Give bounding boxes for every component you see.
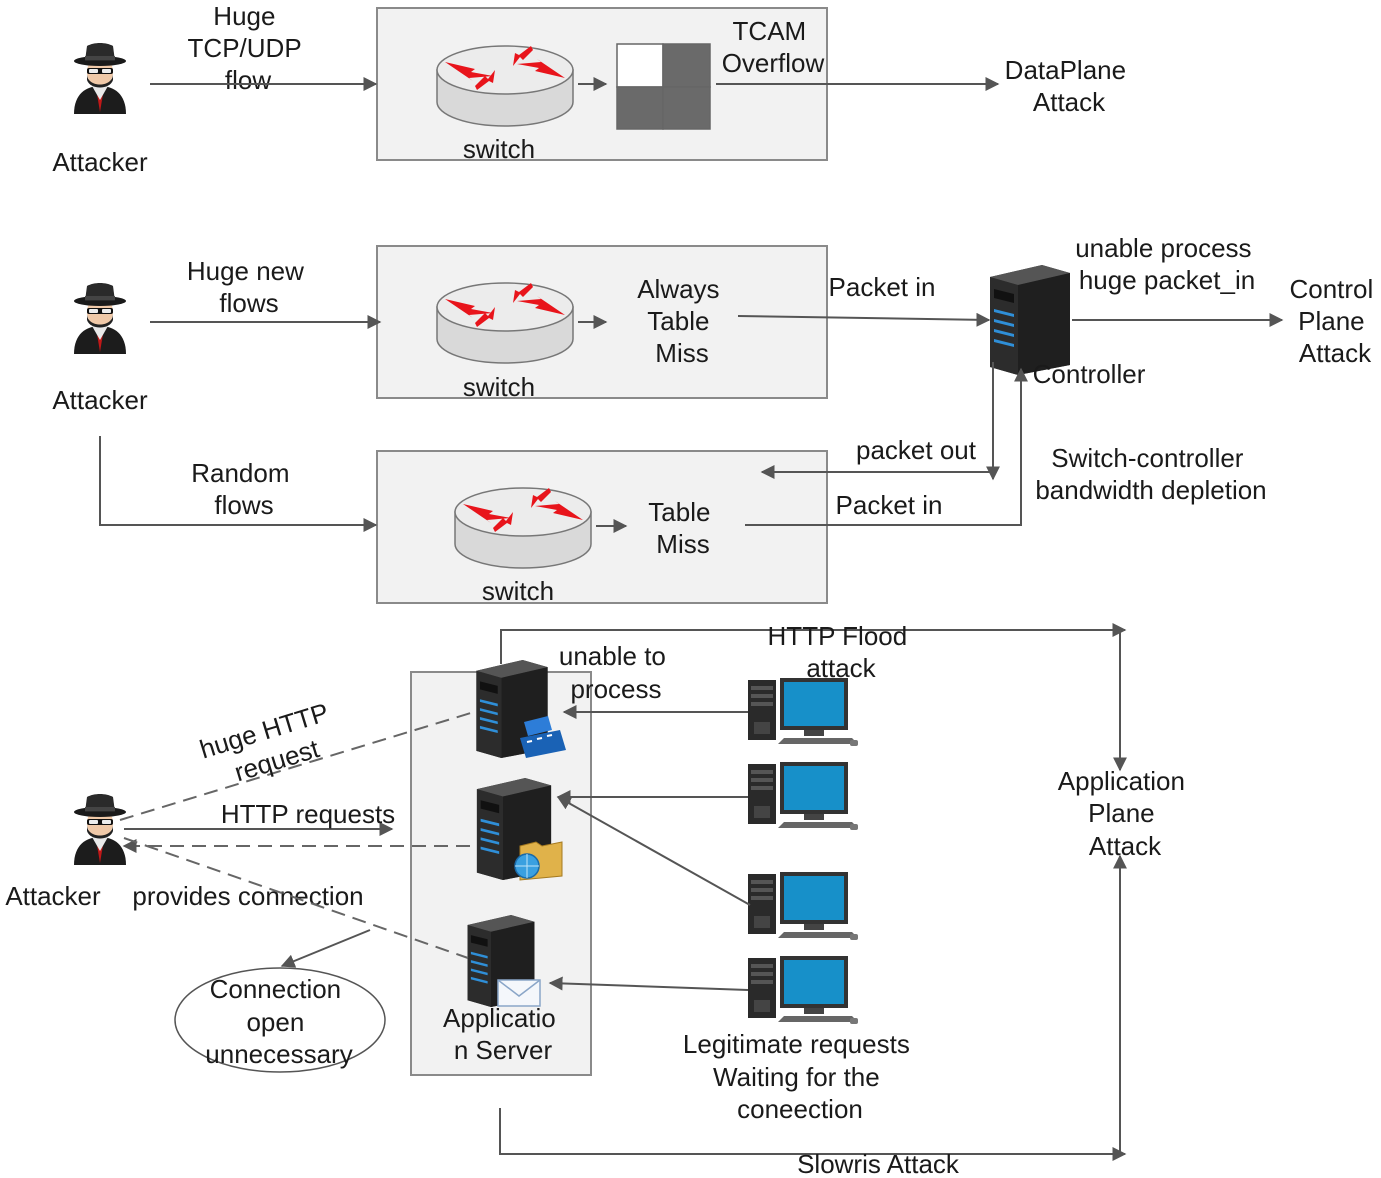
always-miss-label-line3: Miss xyxy=(655,338,708,368)
pc4-to-mail-server-arrow xyxy=(548,976,749,991)
pc3-to-file-server-arrow xyxy=(556,796,751,906)
http-flood-label-line1: HTTP Flood xyxy=(768,621,908,651)
legit-label-line1: Legitimate requests xyxy=(683,1029,910,1059)
dataplane-flow-label-line3: flow xyxy=(225,65,271,95)
svg-text:Application Plane Atta: Application Plane Attack xyxy=(1058,766,1192,861)
packet-out-label: packet out xyxy=(856,435,977,465)
packet-in-2-arrow xyxy=(745,367,1028,526)
desktop-computer-icon xyxy=(748,872,858,940)
svg-text:Applicatio n Server: Applicatio n Server xyxy=(443,1003,563,1065)
table-miss-label-line1: Table xyxy=(648,497,710,527)
provides-connection-label: provides connection xyxy=(132,881,363,911)
envelope-icon xyxy=(497,979,541,1007)
packet-in-arrow xyxy=(737,312,991,327)
dataplane-attack-label-line1: DataPlane xyxy=(1005,55,1126,85)
application-attack-label-line1: Application xyxy=(1058,766,1185,796)
connection-label-line3: unnecessary xyxy=(205,1039,352,1069)
bandwidth-label-line1: Switch-controller xyxy=(1051,443,1244,473)
svg-text:Huge new flows: Huge new flows xyxy=(187,256,311,318)
always-miss-label-line2: Table xyxy=(647,306,709,336)
packet-in-label: Packet in xyxy=(829,272,936,302)
attacker-icon xyxy=(74,794,126,865)
folder-globe-icon xyxy=(514,841,563,881)
http-requests-label: HTTP requests xyxy=(221,799,395,829)
table-miss-label-line2: Miss xyxy=(656,529,709,559)
attacker-icon xyxy=(74,43,126,114)
switch-label-2: switch xyxy=(463,372,535,402)
bandwidth-label-line2: bandwidth depletion xyxy=(1035,475,1266,505)
switch-label-1: switch xyxy=(463,134,535,164)
svg-text:Legitimate requests Waitin: Legitimate requests Waiting for the cone… xyxy=(683,1029,917,1124)
dataplane-attack-label-line2: Attack xyxy=(1033,87,1106,117)
slowris-label: Slowris Attack xyxy=(797,1149,960,1178)
unable-process-label-line1: unable process xyxy=(1075,233,1251,263)
switch-router-icon xyxy=(436,282,574,364)
attacker-label-1: Attacker xyxy=(52,147,148,177)
connection-label-line2: open xyxy=(246,1007,304,1037)
svg-text:Connection open unnece: Connection open unnecessary xyxy=(205,974,352,1069)
svg-text:unable process huge packet: unable process huge packet_in xyxy=(1075,233,1259,295)
connection-open-arrow xyxy=(280,929,371,968)
controlplane-attack-label-line2: Plane xyxy=(1298,306,1365,336)
unable-to-process-label-line2: process xyxy=(570,674,661,704)
attacker-label-2: Attacker xyxy=(52,385,148,415)
attacker-icon xyxy=(74,283,126,354)
http-flood-line xyxy=(500,623,1127,664)
svg-text:Control Plane Attack: Control Plane Attack xyxy=(1289,274,1380,368)
unable-to-process-label-line1: unable to xyxy=(559,641,666,671)
new-flows-label-line2: flows xyxy=(219,288,278,318)
switch-router-icon xyxy=(436,45,574,127)
svg-text:DataPlane Attack: DataPlane Attack xyxy=(1005,55,1134,117)
tcam-table-icon xyxy=(616,43,711,130)
desktop-computer-icon xyxy=(748,678,858,746)
connection-label-line1: Connection xyxy=(210,974,342,1004)
desktop-computer-icon xyxy=(748,762,858,830)
tcam-label-line2: Overflow xyxy=(722,48,825,78)
legit-label-line3: coneection xyxy=(737,1094,863,1124)
slow-connection-line xyxy=(123,837,469,959)
application-attack-label-line3: Attack xyxy=(1089,831,1162,861)
svg-text:Huge TCP/UDP flow: Huge TCP/UDP flow xyxy=(188,1,309,95)
application-server-label-line2: n Server xyxy=(454,1035,553,1065)
film-strip-icon xyxy=(520,716,566,758)
switch-label-3: switch xyxy=(482,576,554,606)
new-flows-label-line1: Huge new xyxy=(187,256,304,286)
controlplane-attack-label-line1: Control xyxy=(1289,274,1373,304)
svg-text:huge HTTP request: huge HTTP request xyxy=(196,695,348,795)
random-flows-arrow xyxy=(99,436,378,532)
controlplane-attack-label-line3: Attack xyxy=(1299,338,1372,368)
dataplane-flow-label-line1: Huge xyxy=(213,1,275,31)
slowris-line xyxy=(499,1108,1127,1161)
always-miss-label-line1: Always xyxy=(637,274,719,304)
application-attack-label-line2: Plane xyxy=(1088,798,1155,828)
connection-open-ellipse xyxy=(174,967,386,1073)
random-flows-label-line2: flows xyxy=(214,490,273,520)
svg-text:TCAM Overflow: TCAM Overflow xyxy=(722,16,825,78)
svg-text:Switch-controller bandwidt: Switch-controller bandwidth depletion xyxy=(1035,443,1266,505)
switch-router-icon xyxy=(454,487,592,569)
unable-process-label-line2: huge packet_in xyxy=(1079,265,1255,295)
random-flows-label-line1: Random xyxy=(191,458,289,488)
tcam-label-line1: TCAM xyxy=(733,16,807,46)
svg-text:HTTP Flood attack: HTTP Flood attack xyxy=(768,621,915,683)
svg-text:Always Table Miss: Always Table Miss xyxy=(637,274,727,368)
dataplane-flow-label-line2: TCP/UDP xyxy=(188,33,302,63)
controller-label: Controller xyxy=(1033,359,1146,389)
huge-http-request-line xyxy=(119,711,475,821)
packet-in-2-label: Packet in xyxy=(836,490,943,520)
legit-label-line2: Waiting for the xyxy=(713,1062,880,1092)
application-server-label-line1: Applicatio xyxy=(443,1003,556,1033)
svg-text:Table Miss: Table Miss xyxy=(648,497,717,559)
svg-text:unable to process: unable to process xyxy=(559,641,673,704)
svg-text:Random flows: Random flows xyxy=(191,458,297,520)
attacker-label-3: Attacker xyxy=(5,881,101,911)
desktop-computer-icon xyxy=(748,956,858,1024)
